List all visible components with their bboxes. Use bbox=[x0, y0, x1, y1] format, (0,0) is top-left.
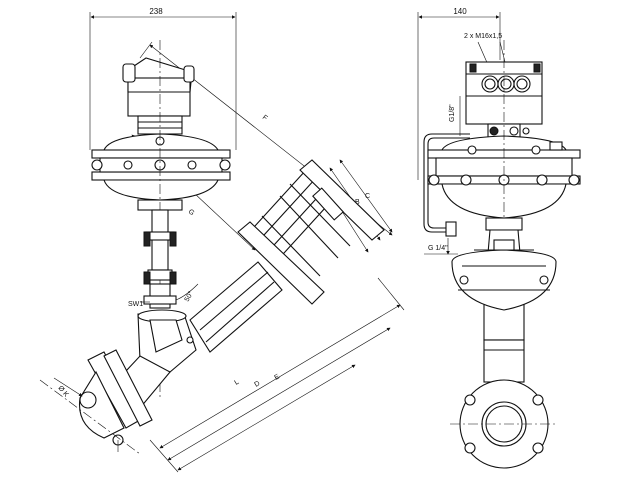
valve-body bbox=[111, 261, 283, 409]
dimension-140-label: 140 bbox=[453, 7, 467, 16]
side-view: 238 F G E D L A B C bbox=[39, 7, 405, 473]
angle-annotation: 50° bbox=[175, 283, 199, 303]
sw1-annotation: SW1 bbox=[128, 301, 150, 308]
dimension-b-label: B bbox=[355, 199, 360, 206]
front-lower-body bbox=[450, 339, 558, 469]
dimension-d-label: D bbox=[253, 380, 261, 389]
port-lower-annotation: G 1/4" bbox=[424, 238, 458, 255]
cable-gland-label: 2 x M16x1,5 bbox=[464, 33, 502, 40]
dimension-238-label: 238 bbox=[149, 7, 163, 16]
front-upper-flange bbox=[451, 249, 557, 311]
dimension-g-label: G bbox=[187, 208, 196, 217]
port-upper-label: G1/8" bbox=[449, 104, 456, 122]
valve-stem bbox=[143, 40, 177, 400]
dimension-e-label: E bbox=[273, 373, 281, 382]
dimension-f-label: F bbox=[261, 114, 269, 122]
inlet-flange bbox=[39, 349, 153, 455]
dimension-c-label: C bbox=[365, 193, 370, 200]
actuator-head bbox=[122, 57, 195, 135]
dimension-140: 140 bbox=[417, 7, 501, 180]
port-upper-annotation: G1/8" bbox=[449, 96, 461, 136]
dimension-l-label: L bbox=[233, 379, 240, 387]
sw1-label: SW1 bbox=[128, 301, 143, 308]
front-view: 140 2 x M16x1,5 G1/8" bbox=[417, 7, 581, 469]
port-lower-label: G 1/4" bbox=[428, 245, 448, 252]
angle-label: 50° bbox=[183, 290, 195, 303]
outlet-flange bbox=[237, 159, 385, 305]
diaphragm-housing bbox=[91, 133, 231, 211]
